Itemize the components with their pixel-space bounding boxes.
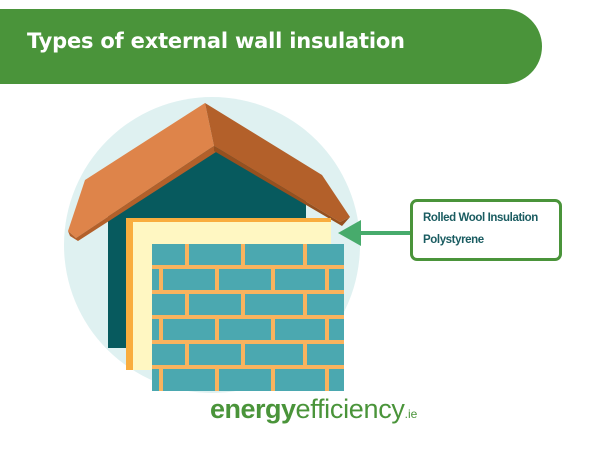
arrow-icon — [338, 220, 412, 246]
logo-part-efficiency: efficiency — [295, 394, 405, 424]
page-title: Types of external wall insulation — [27, 29, 405, 53]
roof-left-edge — [68, 146, 216, 241]
brick-wall — [152, 244, 344, 391]
logo-part-energy: energy — [210, 394, 296, 424]
callout-item-rolled-wool: Rolled Wool Insulation — [423, 212, 538, 224]
logo-tld: .ie — [404, 407, 418, 421]
title-banner: Types of external wall insulation — [0, 9, 542, 84]
roof-right — [205, 103, 350, 222]
callout-item-polystyrene: Polystyrene — [423, 234, 484, 246]
brand-logo: energyefficiency.ie — [210, 394, 417, 425]
insulation-types-callout: Rolled Wool Insulation Polystyrene — [410, 199, 562, 261]
roof-left — [68, 103, 214, 238]
